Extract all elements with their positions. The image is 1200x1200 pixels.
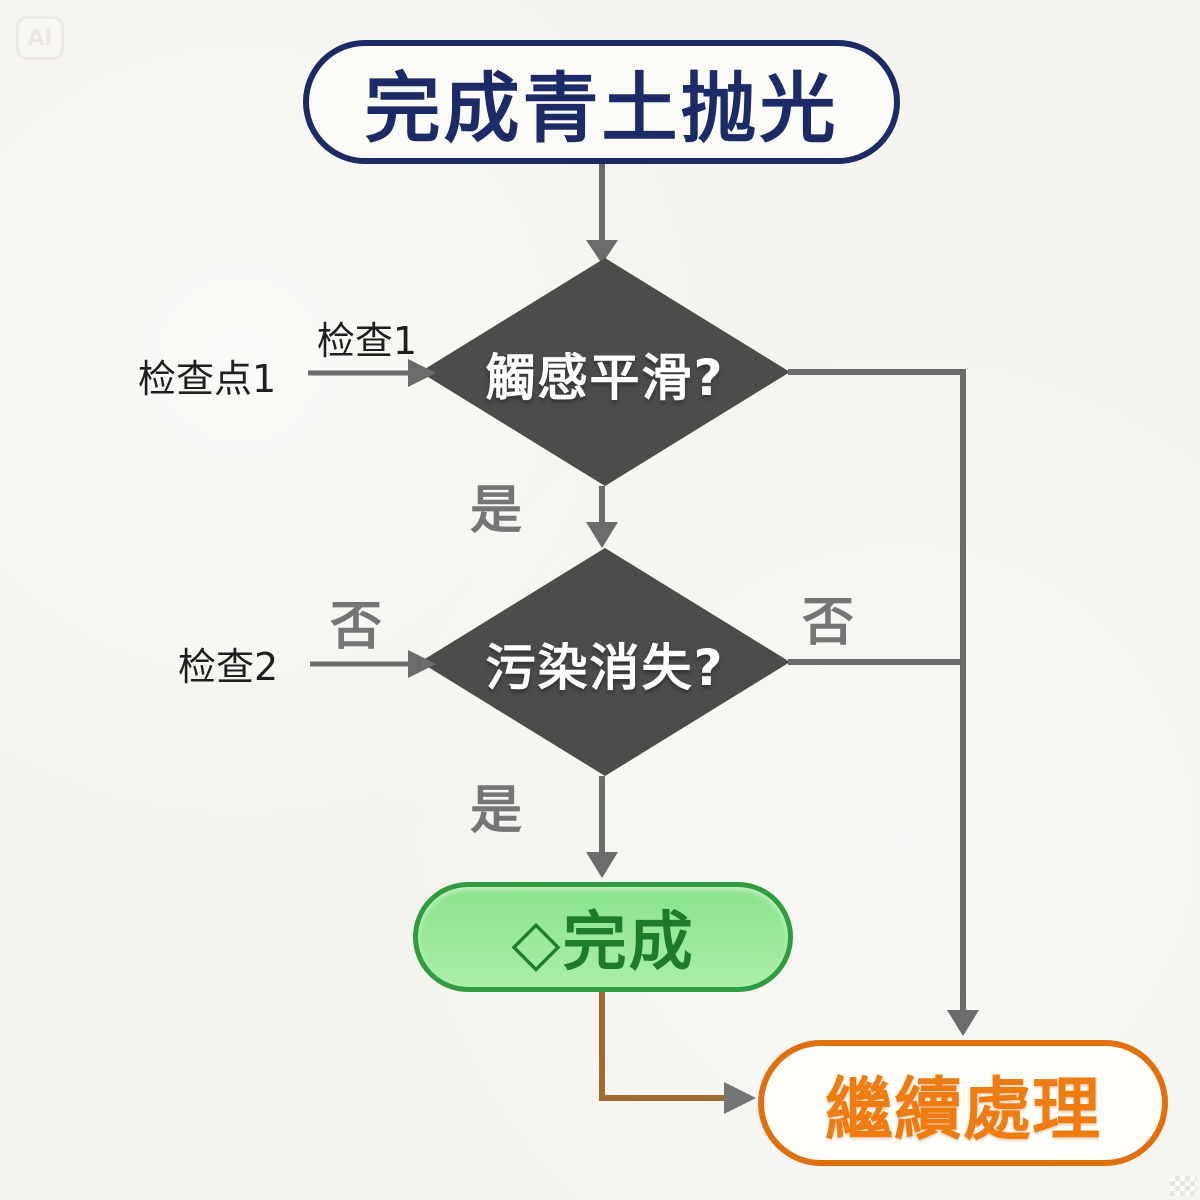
decision2-diamond-shape: [420, 548, 790, 776]
done-node-label: ◇完成: [511, 906, 695, 980]
continue-node: 繼續處理: [758, 1040, 1168, 1166]
start-node-label: 完成青土抛光: [364, 64, 839, 153]
arrow-right-icon: [724, 1082, 756, 1114]
corner-watermark: [1170, 1176, 1196, 1196]
label-no-left: 否: [330, 597, 383, 657]
ai-watermark-label: AI: [27, 25, 53, 51]
edge-done-to-continue: [599, 992, 756, 1114]
done-node: ◇完成: [413, 882, 793, 992]
label-checkpoint1: 检查点1: [138, 357, 277, 401]
ai-watermark-badge: AI: [16, 16, 64, 60]
decision1-diamond-shape: [420, 258, 790, 486]
decision1-label: 觸感平滑?: [485, 349, 725, 407]
arrow-right-icon: [408, 359, 436, 387]
label-no-right: 否: [802, 593, 855, 653]
edge-decision2-to-done: [586, 776, 618, 878]
label-check1: 检查1: [316, 319, 418, 363]
label-yes-2: 是: [470, 781, 523, 841]
continue-node-label: 繼續處理: [824, 1070, 1101, 1150]
label-check2: 检查2: [178, 645, 279, 689]
arrow-down-icon: [586, 522, 618, 548]
arrow-down-icon: [947, 1010, 979, 1036]
arrow-down-icon: [586, 852, 618, 878]
edge-check1-to-decision1: [308, 359, 436, 387]
decision2-label: 污染消失?: [485, 639, 725, 697]
edge-check2-to-decision2: [310, 650, 436, 678]
arrow-down-icon: [586, 240, 618, 264]
edge-start-to-decision1: [586, 164, 618, 264]
arrow-right-icon: [408, 650, 436, 678]
edge-no-branch-to-continue: [788, 369, 979, 1036]
label-yes-1: 是: [470, 481, 523, 541]
edge-decision1-to-decision2: [586, 486, 618, 548]
start-node: 完成青土抛光: [303, 40, 900, 164]
